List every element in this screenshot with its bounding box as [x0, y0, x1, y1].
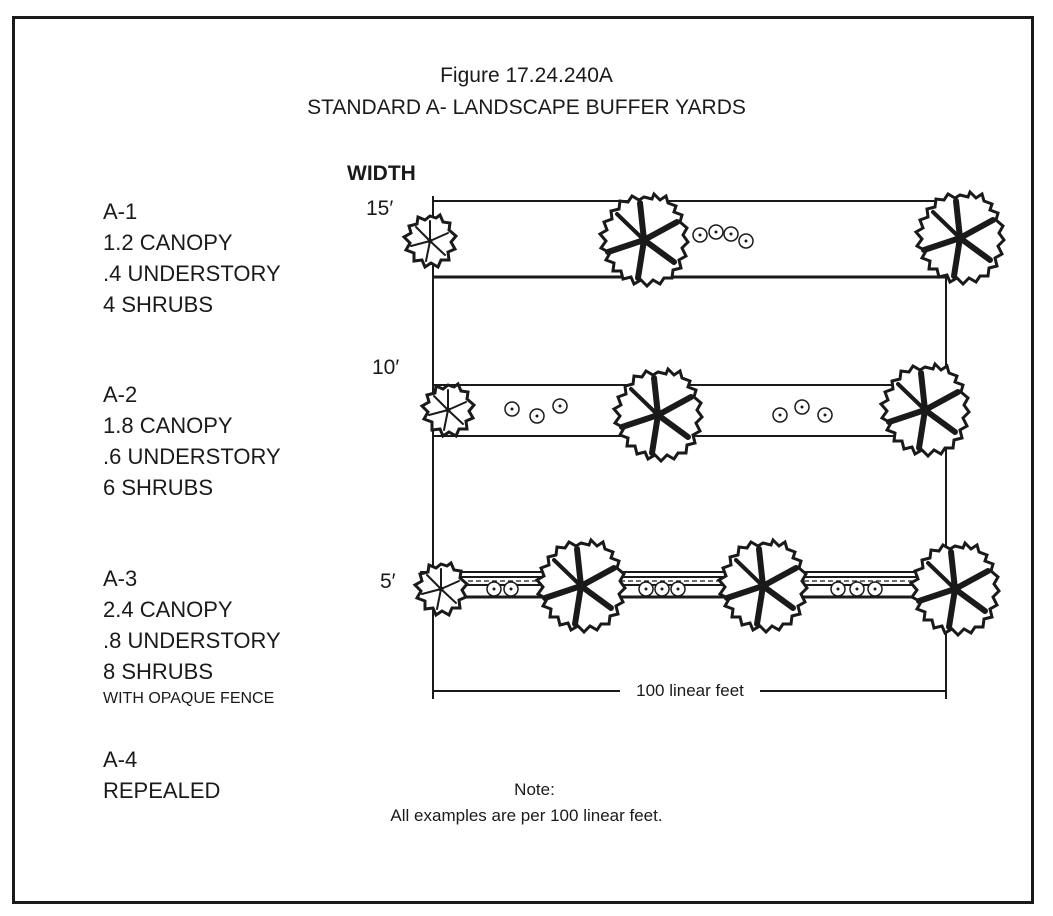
shrub-icon: [830, 581, 846, 597]
buffer-a3-canopy: 2.4 CANOPY: [103, 597, 233, 622]
buffer-a2-understory: .6 UNDERSTORY: [103, 444, 281, 469]
shrub-icon: [638, 581, 654, 597]
shrub-icon: [867, 581, 883, 597]
note-heading: Note:: [514, 780, 555, 799]
buffer-a2-shrubs: 6 SHRUBS: [103, 475, 214, 500]
buffer-a1-width-label: 15′: [366, 197, 394, 220]
canopy-tree-icon: [911, 543, 999, 635]
width-heading: WIDTH: [347, 162, 416, 185]
shrub-icon: [503, 581, 519, 597]
shrub-icon: [654, 581, 670, 597]
shrub-icon: [817, 407, 833, 423]
buffer-a1-shrubs: 4 SHRUBS: [103, 292, 214, 317]
understory-tree-icon: [420, 382, 476, 438]
shrub-icon: [529, 408, 545, 424]
buffer-a3-understory: .8 UNDERSTORY: [103, 628, 281, 653]
buffer-a4-legend: A-4 REPEALED: [103, 744, 220, 806]
shrub-icon: [692, 227, 708, 243]
buffer-a2-canopy: 1.8 CANOPY: [103, 413, 233, 438]
buffer-a2-code: A-2: [103, 382, 138, 407]
buffer-a1-canopy: 1.2 CANOPY: [103, 230, 233, 255]
buffer-a1-understory: .4 UNDERSTORY: [103, 261, 281, 286]
shrub-icon: [738, 233, 754, 249]
shrub-icon: [504, 401, 520, 417]
canopy-tree-icon: [600, 194, 688, 286]
shrub-icon: [670, 581, 686, 597]
buffer-a4-code: A-4: [103, 747, 138, 772]
buffer-a2-legend: A-2 1.8 CANOPY .6 UNDERSTORY 6 SHRUBS: [103, 379, 281, 503]
canopy-tree-icon: [537, 540, 625, 632]
buffer-a3-width-label: 5′: [380, 570, 396, 593]
buffer-a3-code: A-3: [103, 566, 138, 591]
canopy-tree-icon: [719, 540, 807, 632]
buffer-a4-status: REPEALED: [103, 778, 221, 803]
figure-title: STANDARD A- LANDSCAPE BUFFER YARDS: [307, 96, 746, 119]
shrub-icon: [486, 581, 502, 597]
understory-tree-icon: [413, 561, 469, 617]
shrub-icon: [723, 226, 739, 242]
note-text: All examples are per 100 linear feet.: [390, 806, 663, 825]
figure-number: Figure 17.24.240A: [440, 64, 613, 87]
canopy-tree-icon: [614, 369, 702, 461]
buffer-a3-shrubs: 8 SHRUBS: [103, 659, 214, 684]
shrub-icon: [708, 224, 724, 240]
buffer-a3-fence: WITH OPAQUE FENCE: [103, 690, 275, 707]
buffer-a1-code: A-1: [103, 199, 138, 224]
figure-border: [12, 16, 1034, 904]
canopy-tree-icon: [916, 192, 1004, 284]
dimension-label: 100 linear feet: [620, 681, 760, 701]
buffer-a3-legend: A-3 2.4 CANOPY .8 UNDERSTORY 8 SHRUBS WI…: [103, 563, 281, 711]
shrub-icon: [794, 399, 810, 415]
note: Note: All examples are per 100 linear fe…: [0, 777, 1053, 829]
canopy-tree-icon: [881, 364, 969, 456]
understory-tree-icon: [402, 213, 458, 269]
shrub-icon: [849, 581, 865, 597]
buffer-a2-width-label: 10′: [372, 356, 400, 379]
buffer-a1-legend: A-1 1.2 CANOPY .4 UNDERSTORY 4 SHRUBS: [103, 196, 281, 320]
shrub-icon: [552, 398, 568, 414]
shrub-icon: [772, 407, 788, 423]
